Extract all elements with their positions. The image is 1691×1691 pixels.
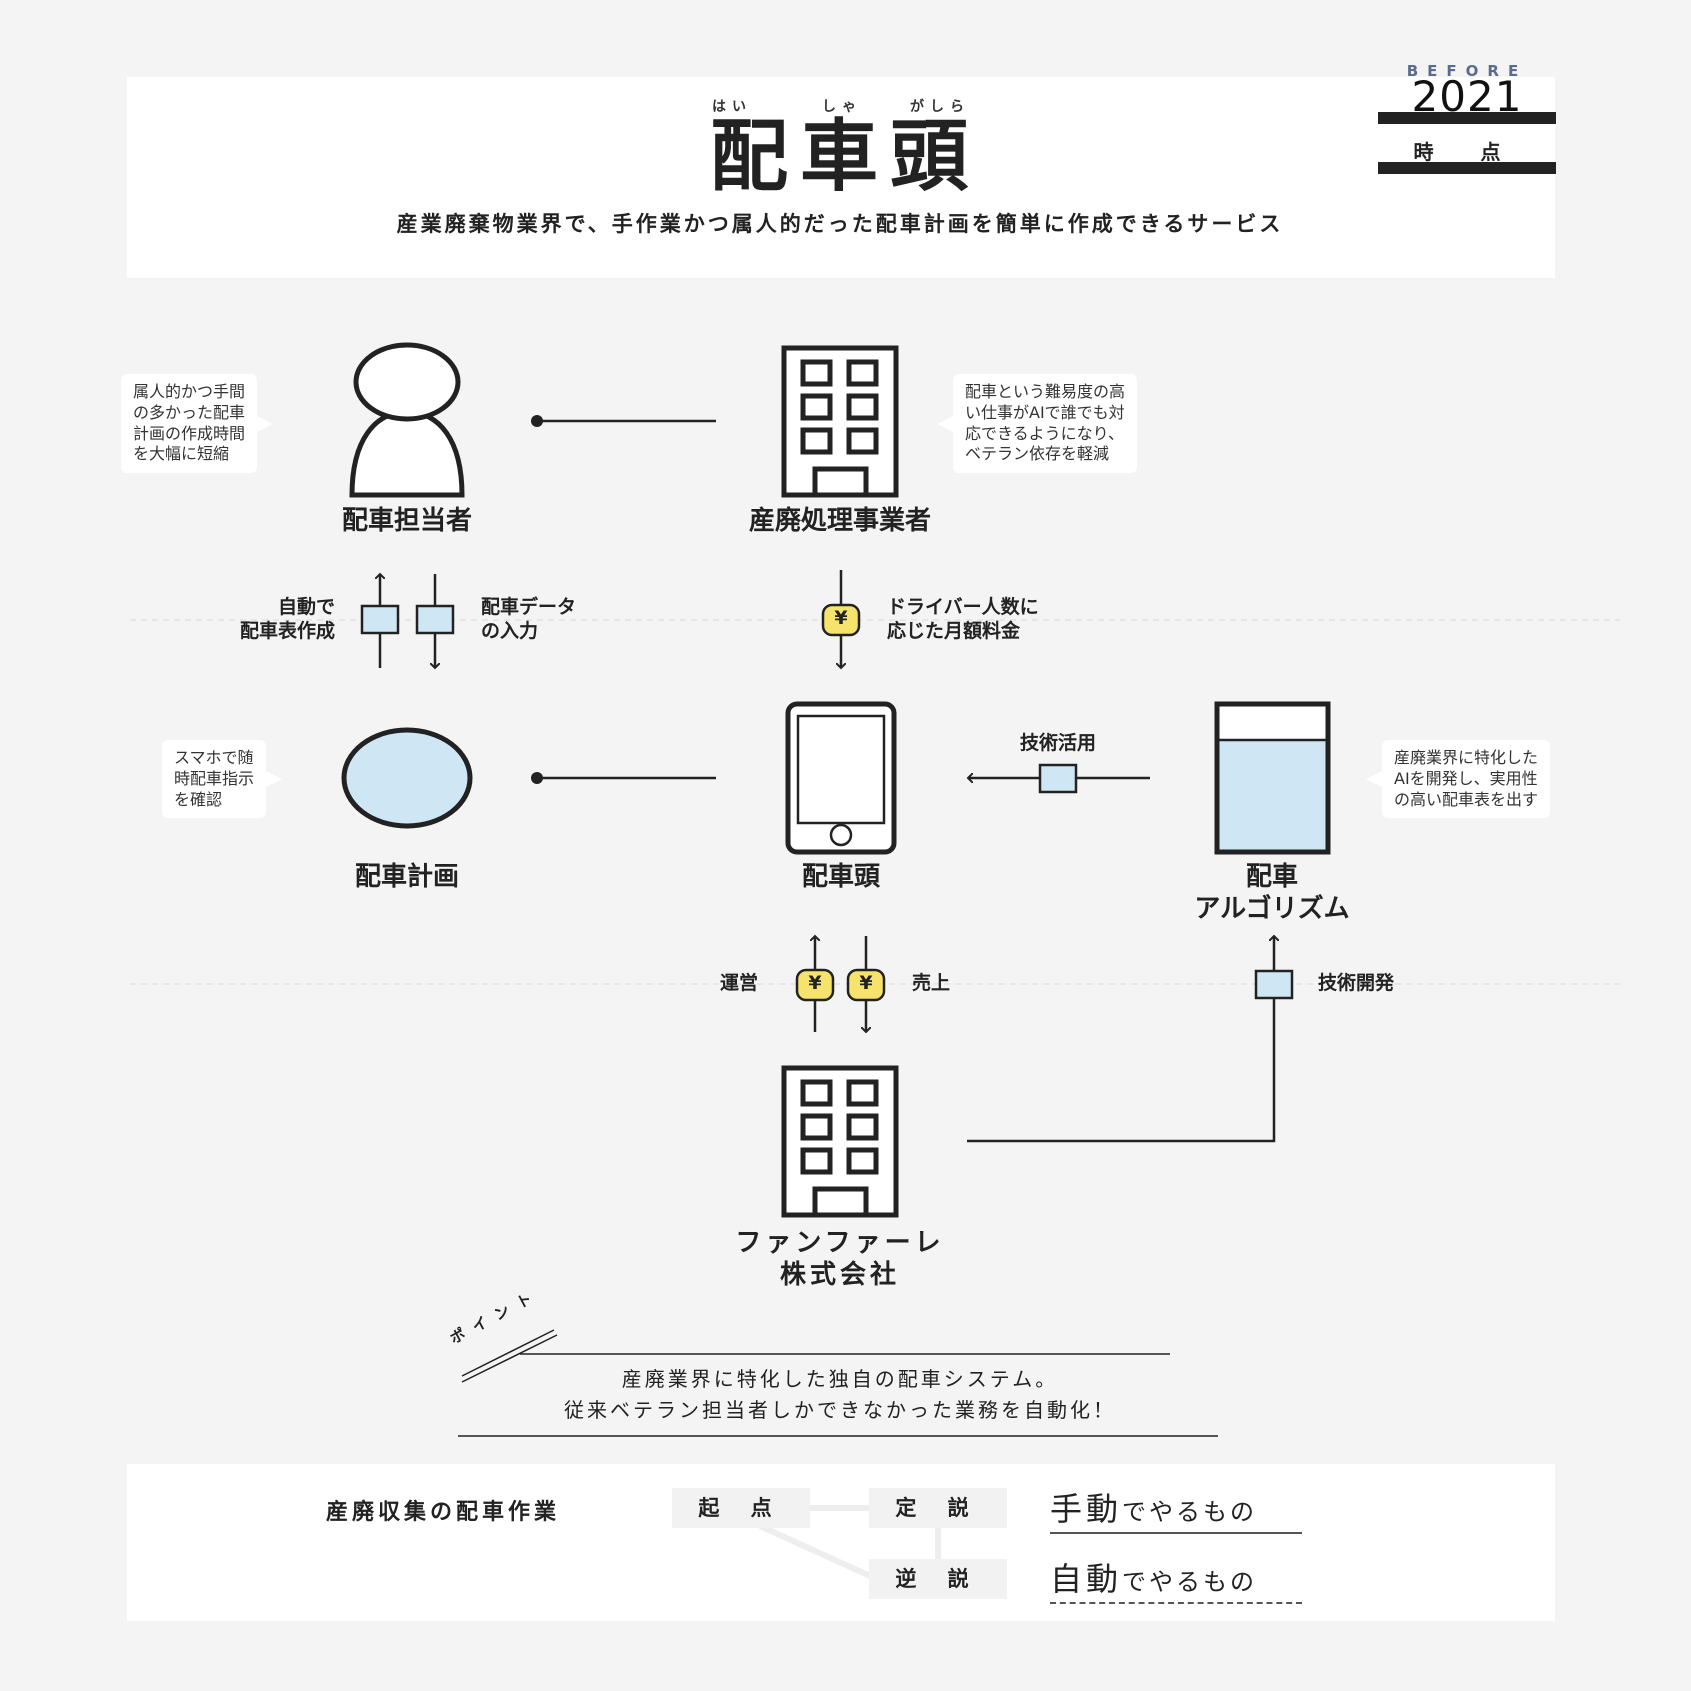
dispatch-plan-icon [341,727,473,829]
tech-use-box [1038,763,1078,794]
link-dot [531,772,543,784]
badge-year: 2021 [1411,72,1523,121]
bottom-panel [127,1464,1555,1621]
edge-tech-dev-label: 技術開発 [1318,972,1395,994]
bubble-line: 応できるようになり、 [965,423,1125,443]
badge-bottom-bar [1378,162,1556,174]
node-app-label: 配車頭 [801,862,880,892]
bubble-line: の高い配車表を出す [1394,789,1539,809]
edge-label-line: 自動で [277,596,335,618]
edge-operation-label: 運営 [720,972,759,994]
yen-coin-fee [821,603,861,637]
node-dispatcher-label: 配車担当者 [341,506,472,536]
bubble-line: 配車という難易度の高 [965,382,1126,401]
tech-dev-box [1254,969,1294,1000]
node-algorithm-label: 配車 アルゴリズム [1142,862,1402,925]
point-text: 産廃業界に特化した独自の配車システム。 従来ベテラン担当者しかできなかった業務を… [460,1364,1220,1426]
yen-coin-sales [846,968,886,1002]
person-icon [349,342,465,498]
point-slash-2 [461,1334,558,1383]
node-dispatch-plan-label: 配車計画 [354,862,459,892]
bubble-line: 属人的かつ手間 [133,382,246,401]
page-subtitle: 産業廃棄物業界で、手作業かつ属人的だった配車計画を簡単に作成できるサービス [396,212,1284,236]
bubble-line: の多かった配車 [133,402,246,422]
company-label-line-1: ファンファーレ [735,1228,945,1258]
bottom-task-label: 産廃収集の配車作業 [326,1500,561,1525]
point-line: 従来ベテラン担当者しかできなかった業務を自動化！ [564,1398,1116,1422]
bubble-dispatcher: 属人的かつ手間 の多かった配車 計画の作成時間 を大幅に短縮 [121,374,274,474]
title-ruby-3: がしら [910,99,970,115]
algorithm-label-line-1: 配車 [1245,862,1298,892]
bubble-line: ベテラン依存を軽減 [965,444,1110,464]
badge-point-text: 時 点 [1413,140,1521,164]
yen-icon: ¥ [859,972,873,994]
bubble-line: を確認 [174,789,223,809]
auto-create-box [360,604,400,635]
edge-label-line: 応じた月額料金 [887,619,1021,642]
bubble-line: 産廃業界に特化した [1394,748,1539,767]
bubble-line: い仕事がAIで誰でも対 [965,402,1125,422]
manual-suffix: でやるもの [1122,1498,1258,1526]
auto-statement: 自動でやるもの [1050,1554,1302,1604]
point-slash-1 [461,1329,555,1377]
edge-label-line: ドライバー人数に [887,596,1039,618]
yen-coin-operation [795,968,835,1002]
before-badge: BEFORE 2021 時 点 [1378,62,1556,176]
chip-thesis: 定 説 [869,1488,1007,1528]
manual-statement: 手動でやるもの [1050,1484,1302,1534]
bubble-plan: スマホで随 時配車指示 を確認 [162,740,283,819]
path-tech-dev [967,936,1274,1143]
auto-kanji: 自動 [1050,1560,1123,1598]
bubble-line: を大幅に短縮 [133,444,230,464]
edge-label-line: 配車表作成 [239,619,335,642]
smartphone-icon [785,701,897,855]
auto-suffix: でやるもの [1122,1568,1258,1596]
page-title: 配車頭 [709,112,980,202]
bubble-line: 計画の作成時間 [133,423,246,443]
manual-kanji: 手動 [1050,1490,1123,1528]
edge-sales-label: 売上 [912,972,951,994]
bubble-waste-company: 配車という難易度の高 い仕事がAIで誰でも対 応できるようになり、 ベテラン依存… [936,374,1138,474]
connector-origin-antithesis [758,1523,872,1579]
edge-data-input-label: 配車データ の入力 [481,596,576,644]
chip-origin: 起 点 [672,1488,810,1528]
badge-before-text: BEFORE [1406,62,1528,80]
bubble-line: スマホで随 [174,748,254,767]
title-ruby-2: しゃ [822,99,862,115]
chip-antithesis: 逆 説 [869,1559,1007,1599]
edge-label-line: の入力 [481,619,539,642]
badge-top-bar [1378,112,1556,124]
edge-tech-use-label: 技術活用 [1019,732,1096,754]
algorithm-icon [1214,701,1331,855]
bubble-line: AIを開発し、実用性 [1394,768,1538,788]
building-icon [781,345,899,498]
bubble-algorithm: 産廃業界に特化した AIを開発し、実用性 の高い配車表を出す [1365,740,1551,819]
algorithm-label-line-2: アルゴリズム [1194,893,1350,924]
edge-fee-label: ドライバー人数に 応じた月額料金 [887,596,1039,644]
yen-icon: ¥ [834,607,848,629]
edge-label-line: 配車データ [481,596,577,618]
company-label-line-2: 株式会社 [779,1259,900,1290]
link-dot [531,415,543,427]
node-waste-company-label: 産廃処理事業者 [748,506,931,536]
bubble-line: 時配車指示 [174,768,255,788]
edge-auto-create-label: 自動で 配車表作成 [200,596,335,644]
title-ruby-1: はい [712,99,752,115]
header-panel [127,77,1555,278]
node-company-label: ファンファーレ 株式会社 [690,1228,990,1291]
yen-icon: ¥ [808,972,822,994]
point-line: 産廃業界に特化した独自の配車システム。 [621,1367,1059,1391]
data-input-box [415,604,455,635]
building-icon [781,1065,899,1218]
